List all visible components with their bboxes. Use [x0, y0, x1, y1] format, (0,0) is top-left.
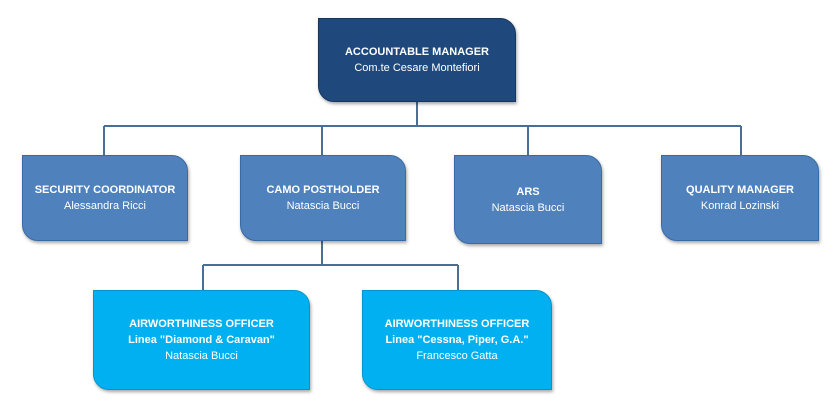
node-accountable-manager: ACCOUNTABLE MANAGER Com.te Cesare Montef…: [318, 18, 516, 102]
node-quality-manager: QUALITY MANAGER Konrad Lozinski: [661, 155, 819, 241]
node-person: Natascia Bucci: [491, 201, 565, 214]
node-airworthiness-officer-diamond: AIRWORTHINESS OFFICER Linea "Diamond & C…: [93, 290, 310, 390]
node-line: Linea "Cessna, Piper, G.A.": [385, 334, 529, 346]
node-security-coordinator: SECURITY COORDINATOR Alessandra Ricci: [22, 155, 188, 241]
node-role: QUALITY MANAGER: [686, 184, 794, 196]
node-role: CAMO POSTHOLDER: [266, 184, 380, 196]
node-person: Natascia Bucci: [165, 350, 238, 362]
node-role: AIRWORTHINESS OFFICER: [129, 318, 274, 330]
node-person: Konrad Lozinski: [700, 200, 780, 212]
node-person: Natascia Bucci: [286, 200, 360, 212]
node-camo-postholder: CAMO POSTHOLDER Natascia Bucci: [240, 155, 406, 241]
node-ars: ARS Natascia Bucci: [454, 155, 602, 244]
node-role: AIRWORTHINESS OFFICER: [384, 318, 530, 330]
node-role: ACCOUNTABLE MANAGER: [344, 46, 489, 58]
node-person: Com.te Cesare Montefiori: [354, 62, 480, 74]
node-person: Francesco Gatta: [416, 350, 498, 362]
node-role: ARS: [516, 185, 540, 198]
node-line: Linea "Diamond & Caravan": [128, 334, 275, 346]
node-role: SECURITY COORDINATOR: [34, 184, 176, 196]
node-person: Alessandra Ricci: [64, 200, 146, 212]
node-airworthiness-officer-cessna: AIRWORTHINESS OFFICER Linea "Cessna, Pip…: [362, 290, 552, 390]
